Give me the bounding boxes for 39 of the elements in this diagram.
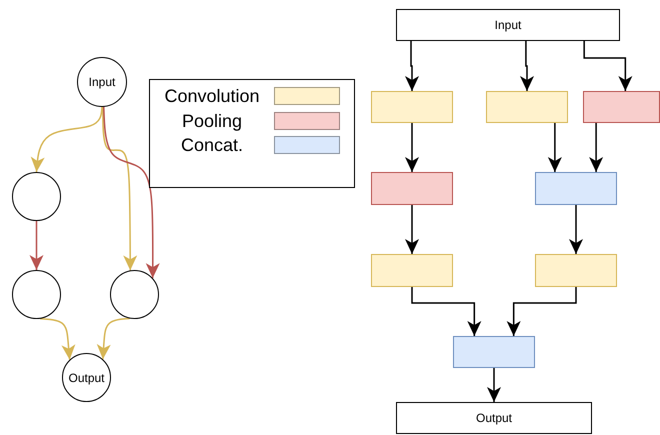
arrow <box>405 205 419 254</box>
layer-box <box>371 172 453 205</box>
arrow <box>405 123 419 172</box>
arrow <box>96 318 130 360</box>
layer-circle <box>77 57 127 107</box>
node-label: Input <box>494 18 522 32</box>
arrow <box>520 41 534 91</box>
node-label: Output <box>476 411 512 425</box>
node-label: Input <box>88 75 116 89</box>
node-label: Output <box>68 370 105 384</box>
layer-box <box>535 254 617 287</box>
arrow <box>405 41 419 91</box>
layer-box <box>371 254 453 287</box>
arrow <box>569 205 583 254</box>
layer-circle <box>12 270 61 319</box>
legend-label: Convolution <box>164 86 260 106</box>
arrow <box>30 221 44 270</box>
arrow <box>30 106 103 172</box>
arrow <box>506 287 577 336</box>
terminal-box <box>396 402 592 434</box>
arrow <box>548 123 562 172</box>
layer-box <box>583 91 660 123</box>
layer-box <box>453 336 535 368</box>
legend-label: Pooling <box>182 111 242 131</box>
layer-circle <box>110 270 159 319</box>
arrow <box>102 106 138 270</box>
arrow <box>411 287 482 336</box>
legend-label: Concat. <box>180 135 244 155</box>
layer-circle <box>62 353 111 402</box>
layer-box <box>371 91 453 123</box>
arrow <box>583 41 632 91</box>
arrow <box>487 368 501 402</box>
layer-box <box>535 172 617 205</box>
layer-box <box>486 91 568 123</box>
arrow <box>589 123 604 172</box>
layer-circle <box>12 172 61 221</box>
terminal-box <box>396 9 620 41</box>
arrow <box>40 318 76 360</box>
arrow <box>103 106 160 278</box>
